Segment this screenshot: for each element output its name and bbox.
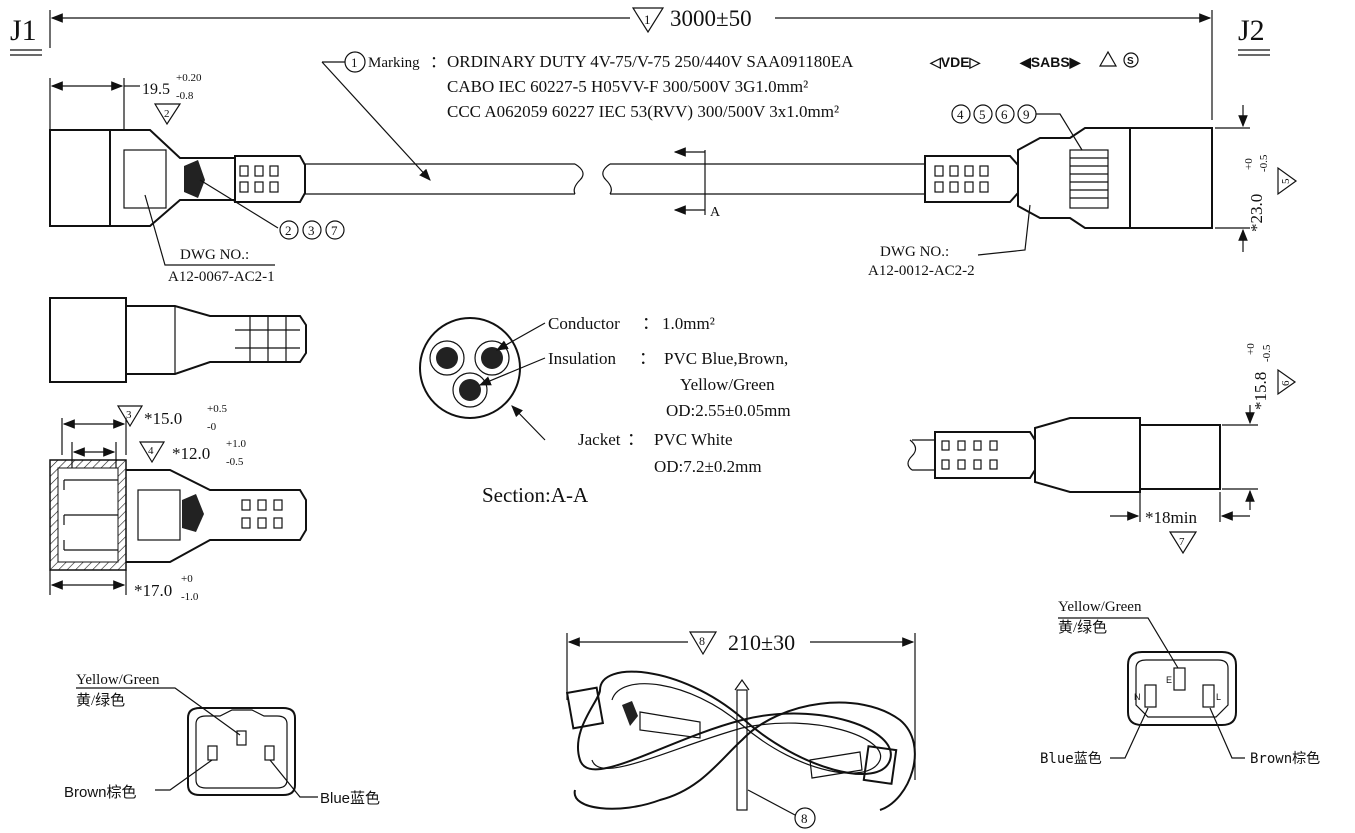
yg-cn-label-right: 黄/绿色: [1058, 619, 1107, 636]
j2-plug-small: [907, 417, 1221, 493]
svg-text:4: 4: [148, 445, 154, 457]
dwg-no-j2: A12-0012-AC2-2: [868, 263, 975, 279]
conductor-label: Conductor: [548, 314, 620, 333]
yg-label-right: Yellow/Green: [1058, 599, 1142, 615]
brown-label-right: Brown棕色: [1250, 750, 1320, 767]
svg-text:-0.5: -0.5: [226, 456, 244, 468]
svg-text:S: S: [1127, 56, 1134, 67]
svg-text:：: ：: [627, 430, 644, 449]
blue-label-right: Blue蓝色: [1040, 750, 1102, 767]
section-title: Section:A-A: [482, 483, 589, 507]
j2-label: J2: [1238, 14, 1265, 47]
length-sym: 1: [644, 12, 651, 27]
svg-text:：: ：: [639, 349, 656, 368]
svg-text:7: 7: [331, 223, 338, 238]
delta-icon: [1098, 50, 1118, 67]
brown-label-left: Brown棕色: [64, 784, 137, 801]
svg-text:-0.8: -0.8: [176, 90, 194, 102]
coiled-cord: [565, 670, 916, 811]
svg-text:6: 6: [1280, 380, 1292, 386]
svg-text:3: 3: [126, 409, 132, 421]
coil-length: 210±30: [728, 630, 795, 655]
dim-23: *23.0: [1247, 194, 1266, 232]
dim-17: *17.0: [134, 581, 172, 600]
j2-face: [1127, 651, 1237, 726]
svg-text:8: 8: [699, 634, 705, 648]
insulation-value-2: Yellow/Green: [680, 375, 775, 394]
j2-plug-side: [924, 127, 1213, 229]
jacket-value-1: PVC White: [654, 430, 733, 449]
yg-label-left: Yellow/Green: [76, 672, 160, 688]
dwg-no-j1: A12-0067-AC2-1: [168, 269, 275, 285]
length-triangle: [631, 7, 665, 34]
conductor-value: 1.0mm²: [662, 314, 715, 333]
svg-text:5: 5: [1280, 178, 1292, 184]
marking-sep: ：: [430, 54, 446, 71]
svg-text:+0: +0: [1245, 343, 1257, 355]
svg-text:-0.5: -0.5: [1261, 344, 1273, 362]
coil-callout: [794, 807, 816, 829]
svg-text:-1.0: -1.0: [181, 591, 199, 603]
dwg-no-label-j2: DWG NO.:: [880, 244, 949, 260]
svg-text:：: ：: [642, 314, 659, 333]
vde-mark: ◁VDE▷: [929, 54, 982, 70]
svg-text:N: N: [1134, 692, 1141, 702]
cable-left: [305, 163, 575, 195]
cable-cross-section: [419, 317, 521, 419]
svg-text:-0.5: -0.5: [1258, 154, 1270, 172]
svg-text:2: 2: [164, 108, 170, 120]
j1-face: [187, 707, 296, 796]
marking-line3: CCC A062059 60227 IEC 53(RVV) 300/500V 3…: [447, 102, 839, 121]
dim-18min: *18min: [1145, 508, 1197, 527]
svg-text:9: 9: [1023, 107, 1030, 122]
svg-text:+0.5: +0.5: [207, 403, 227, 415]
section-marker: A: [710, 205, 721, 220]
callout-4569: [951, 104, 1037, 124]
marking-label: Marking: [368, 55, 420, 71]
blue-label-left: Blue蓝色: [320, 790, 380, 807]
dim-15-8: *15.8: [1251, 372, 1270, 410]
insulation-value-3: OD:2.55±0.05mm: [666, 401, 791, 420]
svg-text:E: E: [1166, 675, 1172, 685]
insulation-value-1: PVC Blue,Brown,: [664, 349, 788, 368]
dim-15: *15.0: [144, 409, 182, 428]
s-mark-icon: [1123, 52, 1139, 68]
svg-text:+0.20: +0.20: [176, 72, 202, 84]
marking-num: 1: [351, 55, 358, 70]
svg-text:3: 3: [308, 223, 315, 238]
j1-plug-top: [49, 297, 307, 383]
svg-text:+0: +0: [181, 573, 193, 585]
jacket-label: Jacket: [578, 430, 621, 449]
svg-text:L: L: [1216, 692, 1221, 702]
svg-text:4: 4: [957, 107, 964, 122]
svg-text:-0: -0: [207, 421, 217, 433]
yg-cn-label-left: 黄/绿色: [76, 692, 125, 709]
svg-text:+0: +0: [1243, 158, 1255, 170]
jacket-value-2: OD:7.2±0.2mm: [654, 457, 762, 476]
svg-text:6: 6: [1001, 107, 1008, 122]
length-value: 3000±50: [670, 6, 752, 31]
marking-line1: ORDINARY DUTY 4V-75/V-75 250/440V SAA091…: [447, 52, 854, 71]
callout-237: [279, 220, 345, 240]
marking-line2: CABO IEC 60227-5 H05VV-F 300/500V 3G1.0m…: [447, 77, 808, 96]
sabs-mark: ◀SABS▶: [1019, 54, 1082, 70]
insulation-label: Insulation: [548, 349, 616, 368]
dwg-no-label-j1: DWG NO.:: [180, 247, 249, 263]
dim-19-5: 19.5: [142, 81, 170, 98]
svg-text:5: 5: [979, 107, 986, 122]
svg-text:7: 7: [1179, 536, 1185, 548]
dim-12: *12.0: [172, 444, 210, 463]
svg-text:+1.0: +1.0: [226, 438, 246, 450]
cable-right: [610, 163, 925, 195]
svg-text:2: 2: [285, 223, 292, 238]
svg-text:8: 8: [801, 811, 808, 826]
j1-plug-section: [49, 459, 307, 571]
j1-plug-side: [49, 129, 306, 227]
j1-label: J1: [10, 14, 37, 47]
